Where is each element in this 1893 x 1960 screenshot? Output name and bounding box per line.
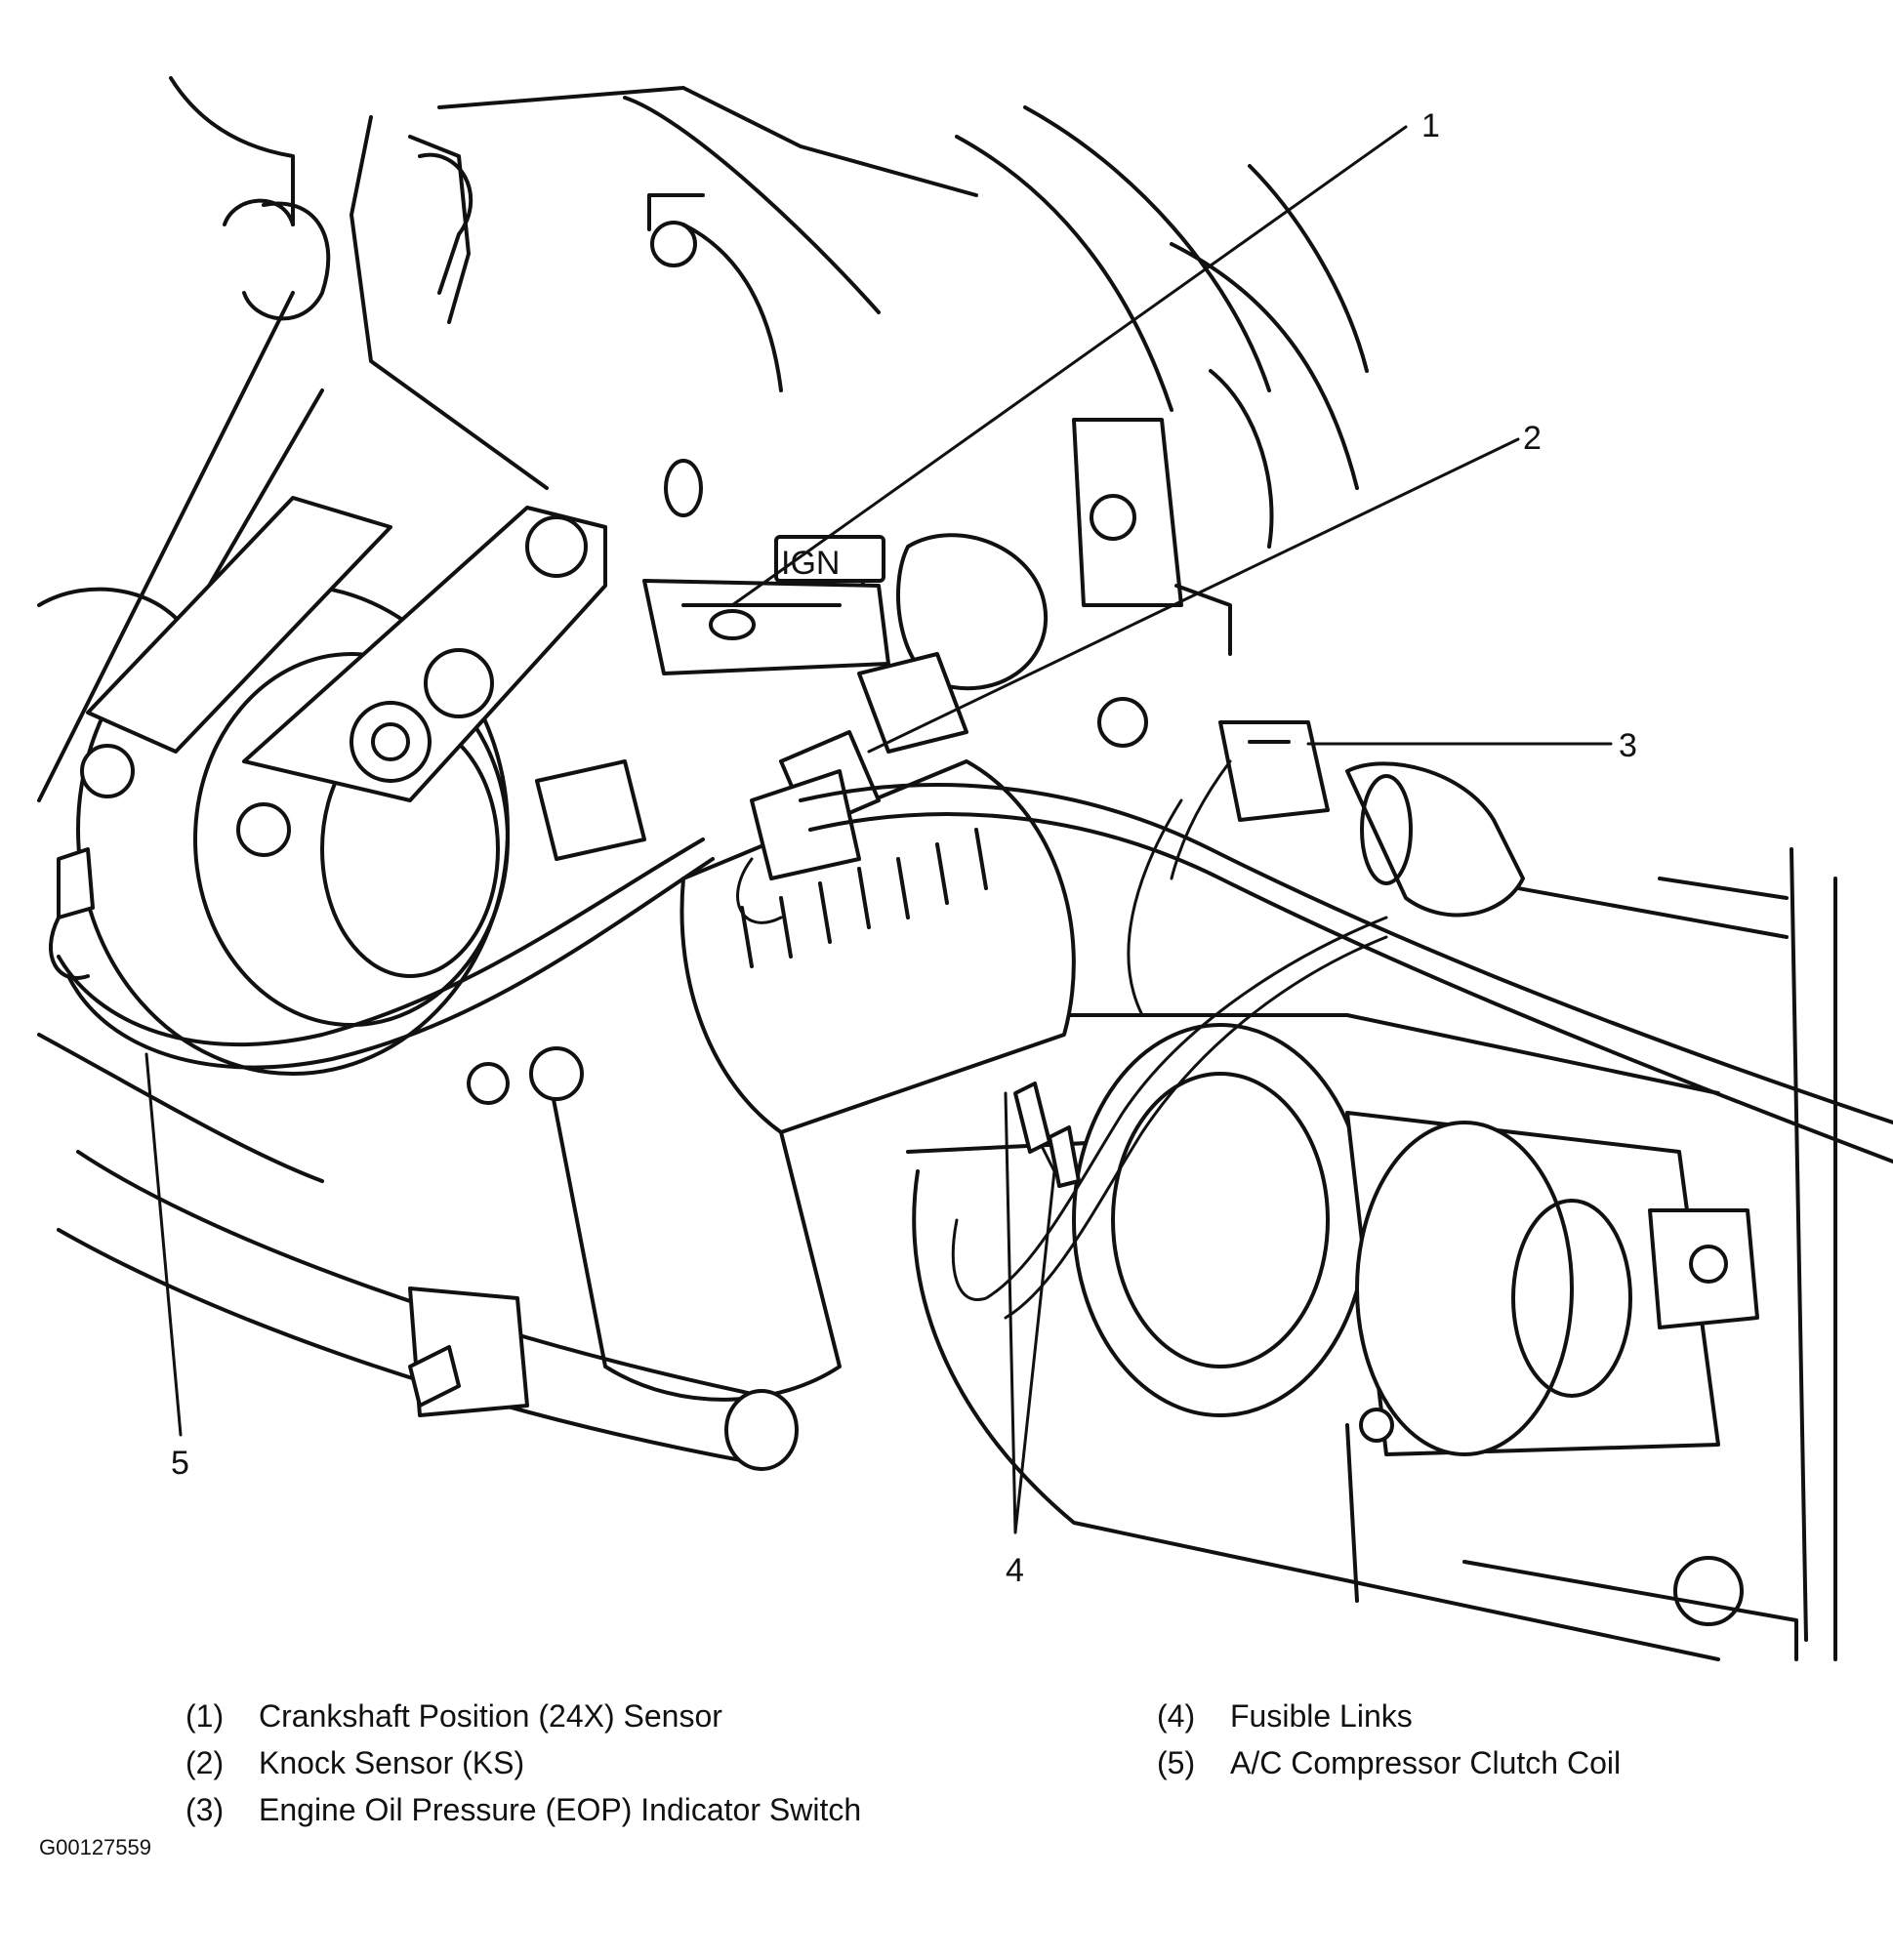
legend-item-label: Knock Sensor (KS): [259, 1745, 525, 1780]
crankshaft-position-sensor: IGN: [642, 533, 1049, 691]
callout-number-3: 3: [1619, 727, 1637, 764]
legend-item-number: (4): [1157, 1698, 1196, 1734]
starter-motor: [906, 1013, 1798, 1661]
knock-sensor: [535, 652, 968, 880]
callout-leaders: [144, 125, 1613, 1534]
ac-hose: [57, 1150, 799, 1471]
legend-item-label: Fusible Links: [1230, 1698, 1413, 1734]
engine-block-outline: [37, 76, 1837, 1661]
legend-item-number: (2): [185, 1745, 225, 1780]
ac-compressor: [48, 496, 1148, 1105]
legend-item-label: A/C Compressor Clutch Coil: [1230, 1745, 1622, 1780]
eop-indicator-switch: [1218, 720, 1525, 918]
legend-item-label: Crankshaft Position (24X) Sensor: [259, 1698, 722, 1734]
figure-id: G00127559: [39, 1835, 151, 1859]
legend-item-number: (5): [1157, 1745, 1196, 1780]
callout-number-5: 5: [171, 1445, 189, 1482]
callout-number-1: 1: [1421, 107, 1440, 144]
wiring-harness: [57, 759, 1893, 1320]
legend-item-number: (1): [185, 1698, 225, 1734]
callout-number-2: 2: [1523, 420, 1542, 457]
legend-item-number: (3): [185, 1792, 225, 1827]
callout-number-4: 4: [1006, 1552, 1024, 1589]
legend-item-label: Engine Oil Pressure (EOP) Indicator Swit…: [259, 1792, 862, 1827]
